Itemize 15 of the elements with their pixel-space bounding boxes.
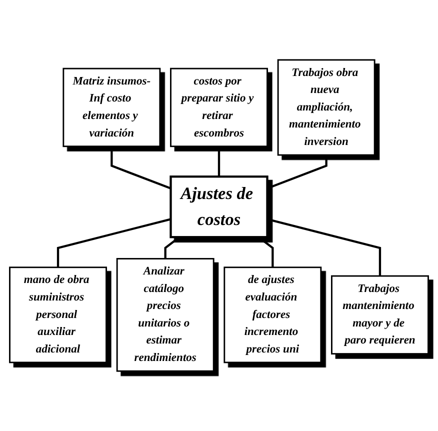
node-box: mano de obra suministros personal auxiliar adicional xyxy=(9,266,107,364)
node-box: de ajustes evaluación factores incremento precios uni xyxy=(224,266,322,364)
node-box: costos por preparar sitio y retirar escombros xyxy=(170,68,268,148)
connector xyxy=(266,155,328,190)
node-box: Analizar catálogo precios unitarios o estimar rendimientos xyxy=(116,258,214,372)
node-box: Trabajos obra nueva ampliación, mantenimiento inversion xyxy=(277,59,376,156)
connector xyxy=(258,236,274,268)
node-box: Trabajos mantenimiento mayor y de paro requieren xyxy=(331,275,429,355)
connector xyxy=(110,146,172,190)
connector xyxy=(164,236,180,259)
node-box: Ajustes de costos xyxy=(170,176,268,238)
connector xyxy=(218,146,220,177)
connector xyxy=(267,218,382,276)
node-box: Matriz insumos-Inf costo elementos y variación xyxy=(62,68,161,148)
connector xyxy=(56,218,171,268)
